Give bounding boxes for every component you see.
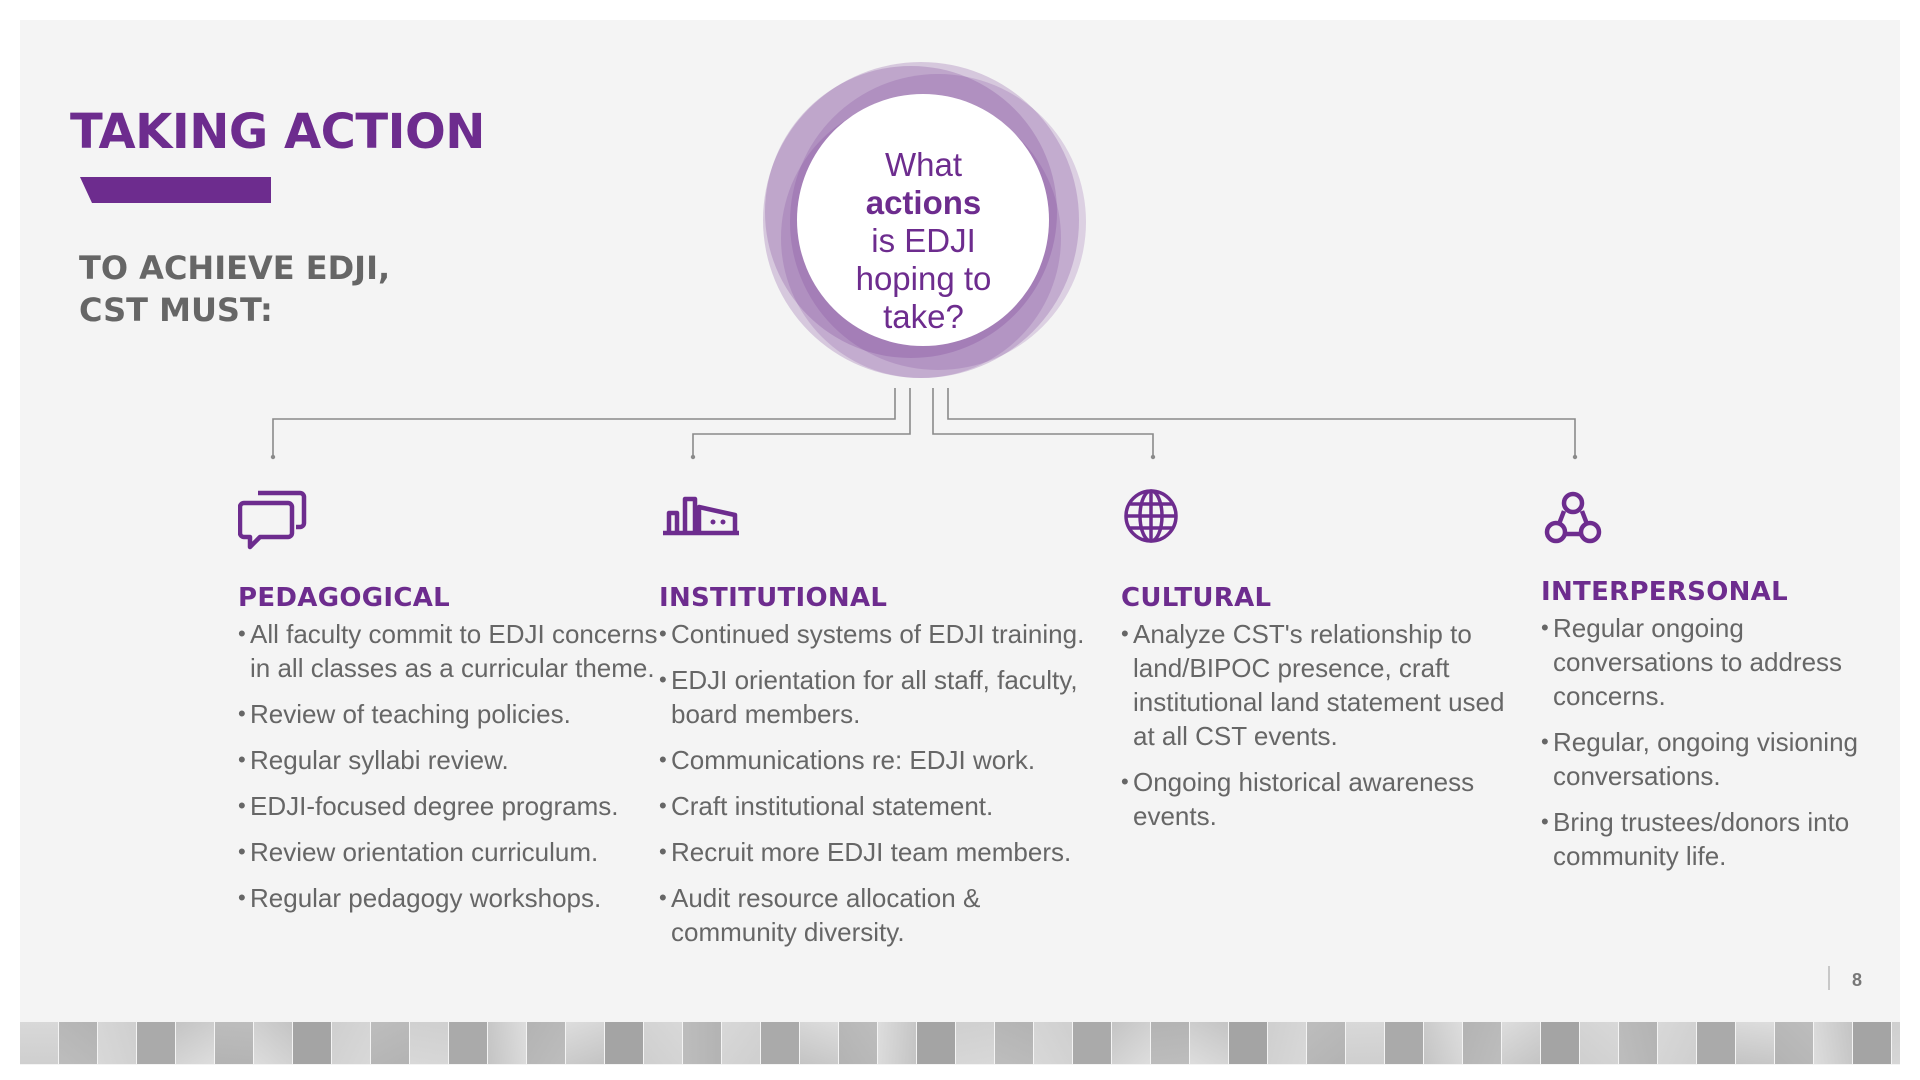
bullet-list: Regular ongoing conversations to address… (1541, 611, 1881, 873)
photo-tile (1502, 1022, 1541, 1064)
list-item: Regular pedagogy workshops. (238, 881, 658, 915)
photo-tile (1775, 1022, 1814, 1064)
photo-tile (410, 1022, 449, 1064)
photo-tile (1541, 1022, 1580, 1064)
photo-tile (761, 1022, 800, 1064)
list-item: Craft institutional statement. (659, 789, 1099, 823)
photo-tile (1112, 1022, 1151, 1064)
bullet-list: Continued systems of EDJI training. EDJI… (659, 617, 1099, 949)
photo-tile (176, 1022, 215, 1064)
list-item: Bring trustees/donors into community lif… (1541, 805, 1881, 873)
list-item: All faculty commit to EDJI concerns in a… (238, 617, 658, 685)
list-item: EDJI orientation for all staff, faculty,… (659, 663, 1099, 731)
photo-tile (98, 1022, 137, 1064)
page-number: 8 (1852, 970, 1862, 991)
list-item: Regular, ongoing visioning conversations… (1541, 725, 1881, 793)
photo-tile (527, 1022, 566, 1064)
column-heading: INTERPERSONAL (1541, 577, 1881, 607)
photo-tile (1580, 1022, 1619, 1064)
column-cultural: CULTURAL Analyze CST's relationship to l… (1121, 475, 1521, 845)
photo-tile (1463, 1022, 1502, 1064)
photo-tile (371, 1022, 410, 1064)
photo-tile (1073, 1022, 1112, 1064)
photo-tile (1190, 1022, 1229, 1064)
list-item: Audit resource allocation & community di… (659, 881, 1099, 949)
photo-tile (917, 1022, 956, 1064)
photo-strip (20, 1022, 1900, 1064)
photo-tile (1424, 1022, 1463, 1064)
list-item: Review orientation curriculum. (238, 835, 658, 869)
list-item: Regular syllabi review. (238, 743, 658, 777)
photo-tile (215, 1022, 254, 1064)
photo-tile (1307, 1022, 1346, 1064)
photo-tile (605, 1022, 644, 1064)
list-item: Recruit more EDJI team members. (659, 835, 1099, 869)
photo-tile (644, 1022, 683, 1064)
photo-tile (1268, 1022, 1307, 1064)
slide: TAKING ACTION TO ACHIEVE EDJI, CST MUST:… (20, 20, 1900, 1065)
photo-tile (254, 1022, 293, 1064)
question-line-3: is EDJI (871, 222, 976, 260)
list-item: Review of teaching policies. (238, 697, 658, 731)
photo-tile (1229, 1022, 1268, 1064)
column-interpersonal: INTERPERSONAL Regular ongoing conversati… (1541, 475, 1881, 885)
building-icon (659, 475, 743, 561)
photo-tile (878, 1022, 917, 1064)
photo-tile (332, 1022, 371, 1064)
photo-tile (1814, 1022, 1853, 1064)
photo-tile (1736, 1022, 1775, 1064)
photo-tile (1346, 1022, 1385, 1064)
question-line-1: What (885, 146, 962, 184)
photo-tile (1385, 1022, 1424, 1064)
photo-tile (683, 1022, 722, 1064)
list-item: Analyze CST's relationship to land/BIPOC… (1121, 617, 1521, 753)
question-line-5: take? (883, 298, 964, 336)
photo-tile (722, 1022, 761, 1064)
column-heading: CULTURAL (1121, 583, 1521, 613)
list-item: Ongoing historical awareness events. (1121, 765, 1521, 833)
photo-tile (1697, 1022, 1736, 1064)
center-question: What actions is EDJI hoping to take? (806, 121, 1041, 361)
photo-tile (1892, 1022, 1900, 1064)
list-item: EDJI-focused degree programs. (238, 789, 658, 823)
people-network-icon (1541, 475, 1605, 561)
photo-tile (1151, 1022, 1190, 1064)
bullet-list: All faculty commit to EDJI concerns in a… (238, 617, 658, 915)
photo-tile (956, 1022, 995, 1064)
column-heading: PEDAGOGICAL (238, 583, 658, 613)
speech-bubbles-icon (238, 475, 308, 561)
photo-tile (137, 1022, 176, 1064)
photo-tile (995, 1022, 1034, 1064)
photo-tile (449, 1022, 488, 1064)
globe-icon (1121, 475, 1181, 561)
question-line-4: hoping to (856, 260, 992, 298)
question-line-2: actions (866, 184, 982, 222)
column-heading: INSTITUTIONAL (659, 583, 1099, 613)
photo-tile (488, 1022, 527, 1064)
list-item: Regular ongoing conversations to address… (1541, 611, 1881, 713)
photo-tile (1034, 1022, 1073, 1064)
photo-tile (1658, 1022, 1697, 1064)
photo-tile (839, 1022, 878, 1064)
photo-tile (20, 1022, 59, 1064)
photo-tile (566, 1022, 605, 1064)
photo-tile (1619, 1022, 1658, 1064)
bullet-list: Analyze CST's relationship to land/BIPOC… (1121, 617, 1521, 833)
list-item: Continued systems of EDJI training. (659, 617, 1099, 651)
photo-tile (293, 1022, 332, 1064)
column-pedagogical: PEDAGOGICAL All faculty commit to EDJI c… (238, 475, 658, 927)
column-institutional: INSTITUTIONAL Continued systems of EDJI … (659, 475, 1099, 961)
list-item: Communications re: EDJI work. (659, 743, 1099, 777)
page-number-divider (1828, 966, 1830, 990)
photo-tile (800, 1022, 839, 1064)
photo-tile (59, 1022, 98, 1064)
photo-tile (1853, 1022, 1892, 1064)
